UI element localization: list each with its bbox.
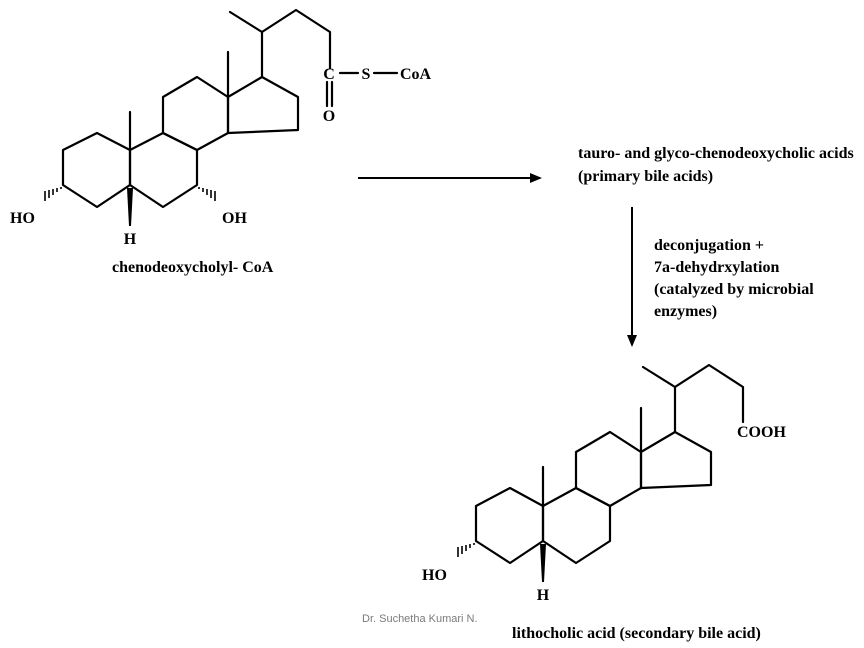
compound1-name: chenodeoxycholyl- CoA bbox=[112, 259, 274, 276]
3-hydroxy-hashed-wedge bbox=[44, 187, 62, 201]
step2-line4: enzymes) bbox=[654, 303, 717, 320]
ring-b bbox=[541, 486, 612, 565]
step2-line3: (catalyzed by microbial bbox=[654, 281, 814, 298]
ring-d bbox=[226, 75, 300, 135]
atom-sulfur: S bbox=[362, 66, 371, 83]
atom-oxygen: O bbox=[323, 108, 335, 125]
3-hydroxy-hashed-wedge bbox=[457, 543, 475, 557]
atom-ho: HO bbox=[10, 210, 35, 227]
atom-h: H bbox=[124, 231, 137, 248]
atom-oh: OH bbox=[222, 210, 247, 227]
atom-cooh: COOH bbox=[737, 424, 786, 441]
ring-c bbox=[161, 75, 230, 152]
side-chain-methyl bbox=[641, 365, 677, 389]
ring-a bbox=[474, 486, 545, 565]
atom-h: H bbox=[537, 587, 550, 604]
atom-ho: HO bbox=[422, 567, 447, 584]
5-hydrogen-wedge bbox=[127, 188, 133, 226]
5-hydrogen-wedge bbox=[540, 544, 546, 582]
chenodeoxycholyl-coa-structure: C S CoA O HO OH H bbox=[10, 8, 432, 248]
footer-author: Dr. Suchetha Kumari N. bbox=[362, 613, 478, 625]
side-chain bbox=[673, 363, 745, 434]
compound3-name: lithocholic acid (secondary bile acid) bbox=[512, 625, 761, 642]
step2-line2: 7a-dehydrxylation bbox=[654, 259, 779, 276]
side-chain-methyl bbox=[228, 10, 264, 34]
7-hydroxy-hashed-wedge bbox=[198, 187, 216, 201]
ring-c bbox=[574, 430, 643, 508]
side-chain bbox=[260, 8, 332, 79]
atom-coa: CoA bbox=[400, 66, 432, 83]
compound2-class: (primary bile acids) bbox=[578, 168, 713, 185]
atom-carbon: C bbox=[323, 66, 335, 83]
ring-d bbox=[639, 430, 713, 490]
lithocholic-acid-structure: COOH HO H bbox=[422, 363, 786, 604]
ring-a bbox=[61, 131, 132, 209]
compound2-name: tauro- and glyco-chenodeoxycholic acids bbox=[578, 145, 854, 162]
step2-line1: deconjugation + bbox=[654, 237, 764, 254]
